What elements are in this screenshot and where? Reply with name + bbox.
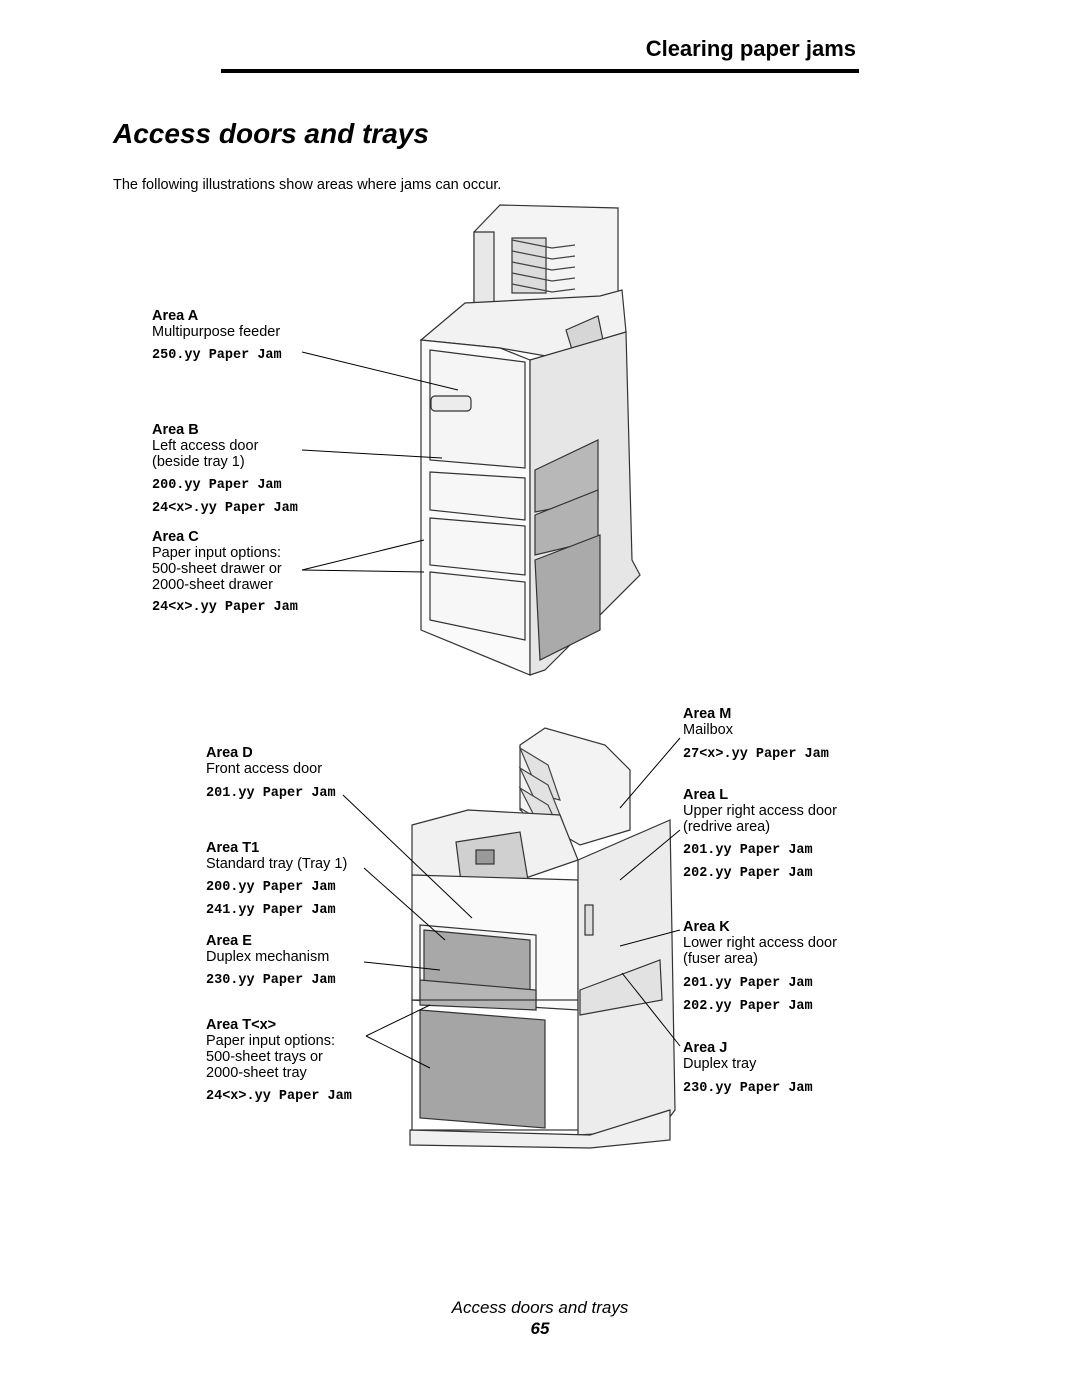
area-e-heading: Area E	[206, 933, 252, 949]
area-c-heading: Area C	[152, 529, 199, 545]
area-b-label: Area B Left access door (beside tray 1)	[152, 422, 258, 470]
area-tx-code: 24<x>.yy Paper Jam	[206, 1089, 352, 1104]
area-b-code-1: 200.yy Paper Jam	[152, 478, 282, 493]
area-m-desc: Mailbox	[683, 722, 733, 738]
section-header: Clearing paper jams	[645, 36, 856, 61]
area-j-heading: Area J	[683, 1040, 728, 1056]
area-b-desc-2: (beside tray 1)	[152, 454, 245, 470]
area-tx-desc-3: 2000-sheet tray	[206, 1065, 307, 1081]
area-l-heading: Area L	[683, 787, 729, 803]
area-tx-label: Area T<x> Paper input options: 500-sheet…	[206, 1017, 335, 1081]
area-j-code: 230.yy Paper Jam	[683, 1081, 813, 1096]
area-l-desc-1: Upper right access door	[683, 803, 837, 819]
area-c-code: 24<x>.yy Paper Jam	[152, 600, 298, 615]
intro-text: The following illustrations show areas w…	[113, 177, 502, 193]
area-a-heading: Area A	[152, 308, 199, 324]
page-number: 65	[530, 1319, 550, 1338]
printer-2-illustration	[409, 727, 676, 1149]
area-m-code: 27<x>.yy Paper Jam	[683, 747, 829, 762]
area-tx-desc-1: Paper input options:	[206, 1033, 335, 1049]
area-t1-code-2: 241.yy Paper Jam	[206, 903, 336, 918]
area-m-label: Area M Mailbox	[683, 706, 733, 738]
area-c-label: Area C Paper input options: 500-sheet dr…	[152, 529, 282, 593]
area-t1-heading: Area T1	[206, 840, 260, 856]
area-d-code: 201.yy Paper Jam	[206, 786, 336, 801]
header-rule	[221, 69, 859, 73]
area-k-desc-1: Lower right access door	[683, 935, 837, 951]
area-k-code-1: 201.yy Paper Jam	[683, 976, 813, 991]
area-l-code-1: 201.yy Paper Jam	[683, 843, 813, 858]
page-title: Access doors and trays	[113, 118, 429, 149]
area-a-label: Area A Multipurpose feeder	[152, 308, 280, 340]
area-d-desc: Front access door	[206, 761, 323, 777]
area-b-heading: Area B	[152, 422, 199, 438]
area-k-label: Area K Lower right access door (fuser ar…	[683, 919, 837, 967]
area-l-desc-2: (redrive area)	[683, 819, 771, 835]
area-l-label: Area L Upper right access door (redrive …	[683, 787, 837, 835]
area-d-label: Area D Front access door	[206, 745, 322, 777]
area-m-heading: Area M	[683, 706, 732, 722]
leader-lines	[301, 351, 681, 1069]
area-c-desc-3: 2000-sheet drawer	[152, 577, 273, 593]
area-a-code: 250.yy Paper Jam	[152, 348, 282, 363]
printer-1-illustration	[419, 204, 641, 676]
area-t1-label: Area T1 Standard tray (Tray 1)	[206, 840, 347, 872]
area-b-code-2: 24<x>.yy Paper Jam	[152, 501, 298, 516]
area-t1-code-1: 200.yy Paper Jam	[206, 880, 336, 895]
area-j-label: Area J Duplex tray	[683, 1040, 756, 1072]
area-e-code: 230.yy Paper Jam	[206, 973, 336, 988]
area-tx-heading: Area T<x>	[206, 1017, 277, 1033]
area-tx-desc-2: 500-sheet trays or	[206, 1049, 323, 1065]
footer-section: Access doors and trays	[451, 1298, 629, 1317]
area-e-label: Area E Duplex mechanism	[206, 933, 329, 965]
area-k-code-2: 202.yy Paper Jam	[683, 999, 813, 1014]
area-e-desc: Duplex mechanism	[206, 949, 330, 965]
area-k-desc-2: (fuser area)	[683, 951, 758, 967]
area-t1-desc: Standard tray (Tray 1)	[206, 856, 348, 872]
area-j-desc: Duplex tray	[683, 1056, 757, 1072]
area-d-heading: Area D	[206, 745, 253, 761]
area-k-heading: Area K	[683, 919, 730, 935]
area-c-desc-1: Paper input options:	[152, 545, 281, 561]
area-c-desc-2: 500-sheet drawer or	[152, 561, 282, 577]
area-b-desc-1: Left access door	[152, 438, 259, 454]
area-l-code-2: 202.yy Paper Jam	[683, 866, 813, 881]
area-a-desc: Multipurpose feeder	[152, 324, 281, 340]
